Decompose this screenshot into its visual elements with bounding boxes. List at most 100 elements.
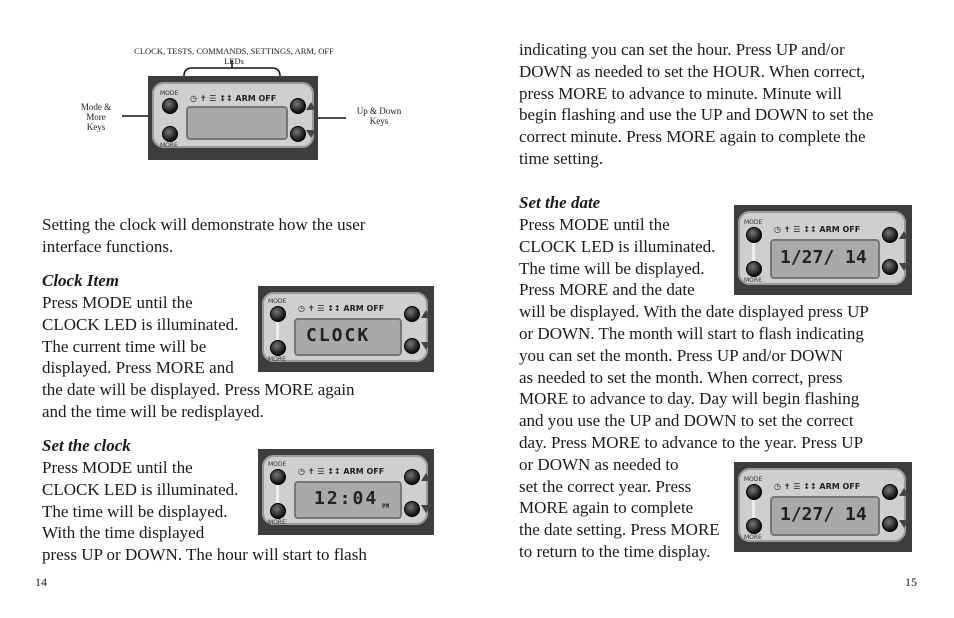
mode-more-connector bbox=[752, 243, 755, 261]
mode-key[interactable] bbox=[270, 469, 286, 485]
more-key-label: MORE bbox=[744, 277, 762, 284]
set-date-line: as needed to set the month. When correct… bbox=[519, 367, 843, 387]
lcd-readout: 1/27/ 14 bbox=[780, 247, 867, 268]
page-number-left: 14 bbox=[35, 575, 47, 589]
up-key[interactable] bbox=[290, 98, 306, 114]
clock-item-text: Press MODE until the CLOCK LED is illumi… bbox=[42, 292, 442, 423]
mode-more-connector bbox=[276, 322, 279, 340]
set-date-panel-2: MODE MORE ◷ ✝ ☰ ↕↕ ARM OFF 1/27/ 14 bbox=[734, 462, 912, 552]
down-arrow-icon bbox=[899, 263, 909, 271]
updown-label-2: Keys bbox=[369, 116, 389, 126]
continued-line: press MORE to advance to minute. Minute … bbox=[519, 83, 842, 103]
led-row: ◷ ✝ ☰ ↕↕ ARM OFF bbox=[298, 467, 384, 476]
clock-item-line: The current time will be bbox=[42, 336, 207, 356]
set-date-line: or DOWN. The month will start to flash i… bbox=[519, 323, 864, 343]
led-row: ◷ ✝ ☰ ↕↕ ARM OFF bbox=[774, 225, 860, 234]
leds-label-line1: CLOCK, TESTS, COMMANDS, SETTINGS, ARM, O… bbox=[134, 46, 334, 56]
up-key[interactable] bbox=[882, 227, 898, 243]
set-date-line: will be displayed. With the date display… bbox=[519, 302, 869, 322]
led-icons: ◷ ✝ ☰ ↕↕ ARM OFF bbox=[774, 482, 861, 491]
mode-more-label: Mode & More Keys bbox=[72, 102, 120, 132]
clock-item-line: the date will be displayed. Press MORE a… bbox=[42, 380, 355, 400]
set-clock-line: Press MODE until the bbox=[42, 458, 193, 477]
up-arrow-icon bbox=[899, 231, 909, 239]
lcd-pm-indicator: PM bbox=[382, 503, 390, 510]
more-key-label: MORE bbox=[744, 534, 762, 541]
set-date-line: to return to the time display. bbox=[519, 541, 711, 561]
set-date-line: MORE to advance to day. Day will begin f… bbox=[519, 389, 860, 409]
down-arrow-icon bbox=[421, 342, 431, 350]
set-clock-text: Press MODE until the CLOCK LED is illumi… bbox=[42, 457, 442, 566]
more-key[interactable] bbox=[746, 518, 762, 534]
mode-key-label: MODE bbox=[160, 90, 179, 97]
more-key[interactable] bbox=[746, 261, 762, 277]
up-arrow-icon bbox=[899, 488, 909, 496]
set-clock-line: press UP or DOWN. The hour will start to… bbox=[42, 545, 367, 565]
lcd-screen bbox=[186, 106, 288, 140]
set-date-line: or DOWN as needed to bbox=[519, 454, 679, 474]
diagram-panel: MODE MORE ◷ ✝ ☰ ↕↕ ARM OFF bbox=[148, 76, 318, 160]
led-row: ◷ ✝ ☰ ↕↕ ARM OFF bbox=[190, 94, 276, 103]
continued-line: indicating you can set the hour. Press U… bbox=[519, 40, 845, 59]
continued-text: indicating you can set the hour. Press U… bbox=[519, 39, 929, 170]
leds-label-line2: LEDs bbox=[224, 56, 244, 66]
set-date-line: and you use the UP and DOWN to set the c… bbox=[519, 411, 854, 431]
clock-item-line: and the time will be redisplayed. bbox=[42, 401, 264, 421]
mode-key-label: MODE bbox=[268, 461, 287, 468]
set-clock-line: CLOCK LED is illuminated. bbox=[42, 479, 239, 499]
set-date-line: day. Press MORE to advance to the year. … bbox=[519, 432, 864, 452]
down-key[interactable] bbox=[404, 338, 420, 354]
more-key[interactable] bbox=[162, 126, 178, 142]
set-date-line: set the correct year. Press bbox=[519, 476, 692, 496]
set-date-line: The time will be displayed. bbox=[519, 258, 705, 278]
more-key[interactable] bbox=[270, 503, 286, 519]
up-arrow-icon bbox=[306, 102, 316, 110]
down-key[interactable] bbox=[882, 259, 898, 275]
more-key-label: MORE bbox=[268, 519, 286, 526]
mode-more-connector bbox=[276, 485, 279, 503]
led-icons: ◷ ✝ ☰ ↕↕ ARM OFF bbox=[298, 304, 385, 313]
mode-more-label-3: Keys bbox=[86, 122, 106, 132]
lcd-screen: 12:04 PM bbox=[294, 481, 402, 519]
set-clock-line: With the time displayed bbox=[42, 523, 205, 543]
mode-key[interactable] bbox=[270, 306, 286, 322]
led-row: ◷ ✝ ☰ ↕↕ ARM OFF bbox=[298, 304, 384, 313]
page-number-right: 15 bbox=[905, 575, 917, 589]
up-key[interactable] bbox=[882, 484, 898, 500]
set-date-line: Press MORE and the date bbox=[519, 280, 695, 300]
up-key[interactable] bbox=[404, 469, 420, 485]
set-clock-panel: MODE MORE ◷ ✝ ☰ ↕↕ ARM OFF 12:04 PM bbox=[258, 449, 434, 535]
set-date-heading: Set the date bbox=[519, 193, 601, 212]
mode-key[interactable] bbox=[746, 227, 762, 243]
mode-key[interactable] bbox=[746, 484, 762, 500]
down-arrow-icon bbox=[899, 520, 909, 528]
set-date-line: Press MODE until the bbox=[519, 215, 670, 234]
up-arrow-icon bbox=[421, 473, 431, 481]
set-date-panel-1: MODE MORE ◷ ✝ ☰ ↕↕ ARM OFF 1/27/ 14 bbox=[734, 205, 912, 295]
lcd-readout: 1/27/ 14 bbox=[780, 504, 867, 525]
intro-paragraph: Setting the clock will demonstrate how t… bbox=[42, 215, 366, 256]
led-icons: ◷ ✝ ☰ ↕↕ ARM OFF bbox=[774, 225, 861, 234]
leds-bracket bbox=[183, 67, 281, 77]
more-key-label: MORE bbox=[268, 356, 286, 363]
set-date-line: you can set the month. Press UP and/or D… bbox=[519, 345, 843, 365]
led-icons: ◷ ✝ ☰ ↕↕ ARM OFF bbox=[190, 94, 277, 103]
leds-label: CLOCK, TESTS, COMMANDS, SETTINGS, ARM, O… bbox=[118, 46, 350, 66]
continued-line: correct minute. Press MORE again to comp… bbox=[519, 127, 866, 147]
mode-key-label: MODE bbox=[744, 476, 763, 483]
updown-label: Up & Down Keys bbox=[344, 106, 414, 126]
set-date-text: Press MODE until the CLOCK LED is illumi… bbox=[519, 214, 929, 563]
more-key[interactable] bbox=[270, 340, 286, 356]
down-key[interactable] bbox=[882, 516, 898, 532]
mode-key-label: MODE bbox=[268, 298, 287, 305]
mode-key[interactable] bbox=[162, 98, 178, 114]
mode-more-connector bbox=[752, 500, 755, 518]
set-date-line: MORE again to complete bbox=[519, 498, 694, 518]
updown-label-1: Up & Down bbox=[356, 106, 402, 116]
clock-item-line: Press MODE until the bbox=[42, 293, 193, 312]
down-key[interactable] bbox=[290, 126, 306, 142]
down-key[interactable] bbox=[404, 501, 420, 517]
lcd-screen: 1/27/ 14 bbox=[770, 239, 880, 279]
up-key[interactable] bbox=[404, 306, 420, 322]
clock-item-heading: Clock Item bbox=[42, 271, 119, 290]
